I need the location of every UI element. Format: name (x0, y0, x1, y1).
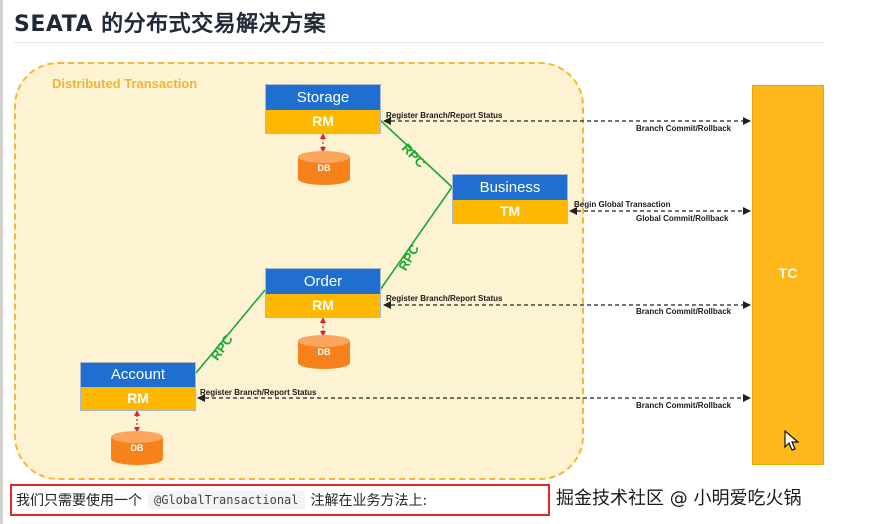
account-node-role: RM (81, 387, 195, 410)
database-icon (111, 431, 163, 465)
order-node: Order RM (265, 268, 381, 318)
business-node: Business TM (452, 174, 568, 224)
account-node-name: Account (81, 363, 195, 387)
order-db: DB (297, 334, 351, 370)
database-icon (298, 151, 350, 185)
account-db: DB (110, 430, 164, 466)
storage-node: Storage RM (265, 84, 381, 134)
left-edge-rule (0, 0, 3, 524)
business-begin-global-label: Begin Global Transaction (574, 200, 671, 209)
db-label: DB (317, 163, 331, 173)
business-global-commit-label: Global Commit/Rollback (636, 214, 729, 223)
storage-branch-commit-label: Branch Commit/Rollback (636, 124, 732, 133)
storage-db: DB (297, 150, 351, 186)
tc-coordinator-bar (752, 85, 824, 465)
database-icon (298, 335, 350, 369)
page-title: SEATA 的分布式交易解决方案 (14, 12, 327, 37)
note-prefix: 我们只需要使用一个 (16, 493, 142, 509)
title-divider (14, 42, 824, 43)
db-label: DB (130, 443, 144, 453)
region-label: Distributed Transaction (52, 76, 198, 91)
business-node-role: TM (453, 200, 567, 223)
storage-node-name: Storage (266, 85, 380, 110)
tc-label: TC (778, 265, 798, 281)
business-node-name: Business (453, 175, 567, 200)
order-node-name: Order (266, 269, 380, 294)
note-code: @GlobalTransactional (148, 491, 305, 509)
order-branch-commit-label: Branch Commit/Rollback (636, 307, 732, 316)
account-register-label: Register Branch/Report Status (200, 388, 317, 397)
storage-node-role: RM (266, 110, 380, 133)
order-register-label: Register Branch/Report Status (386, 294, 503, 303)
storage-register-label: Register Branch/Report Status (386, 111, 503, 120)
watermark: 掘金技术社区 @ 小明爱吃火锅 (556, 488, 802, 509)
note-suffix: 注解在业务方法上: (310, 493, 428, 509)
annotation-note: 我们只需要使用一个 @GlobalTransactional 注解在业务方法上: (10, 484, 550, 516)
account-branch-commit-label: Branch Commit/Rollback (636, 401, 732, 410)
db-label: DB (317, 347, 331, 357)
account-node: Account RM (80, 362, 196, 411)
mouse-cursor-icon (784, 430, 800, 451)
order-node-role: RM (266, 294, 380, 317)
